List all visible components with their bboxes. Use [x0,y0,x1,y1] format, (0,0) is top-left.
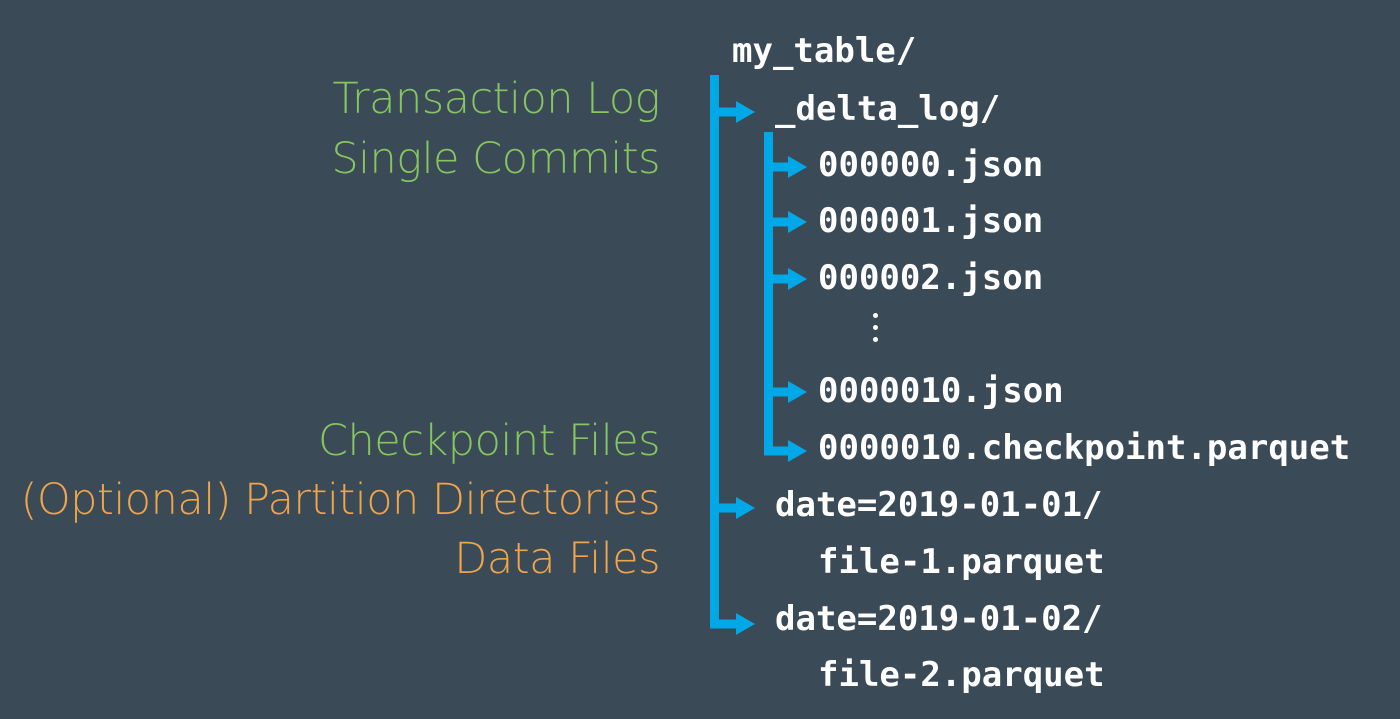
arrow-date-1 [736,497,755,519]
transaction-log-label: Transaction Log [332,74,661,124]
data-file-1: file-1.parquet [818,542,1105,582]
commit-file-10: 0000010.json [818,371,1064,411]
data-files-label: Data Files [454,534,660,584]
delta-log-directory: _delta_log/ [775,89,1001,129]
arrow-commit-1 [788,211,807,233]
data-file-2: file-2.parquet [818,655,1105,695]
checkpoint-files-label: Checkpoint Files [318,416,660,466]
arrow-checkpoint [788,440,807,462]
partition-directories-label: (Optional) Partition Directories [20,475,661,525]
commit-file-1: 000001.json [818,201,1044,241]
partition-directory-1: date=2019-01-01/ [775,485,1103,525]
commit-file-0: 000000.json [818,145,1044,185]
ellipsis-vertical [873,313,881,349]
arrow-commit-2 [788,268,807,290]
arrow-commit-0 [788,156,807,178]
arrow-commit-10 [788,381,807,403]
checkpoint-file: 0000010.checkpoint.parquet [818,428,1351,468]
commit-file-2: 000002.json [818,258,1044,298]
arrow-date-2 [736,613,755,635]
single-commits-label: Single Commits [331,134,660,184]
partition-directory-2: date=2019-01-02/ [775,599,1103,639]
root-directory: my_table/ [732,31,917,71]
arrow-delta-log [736,101,755,123]
